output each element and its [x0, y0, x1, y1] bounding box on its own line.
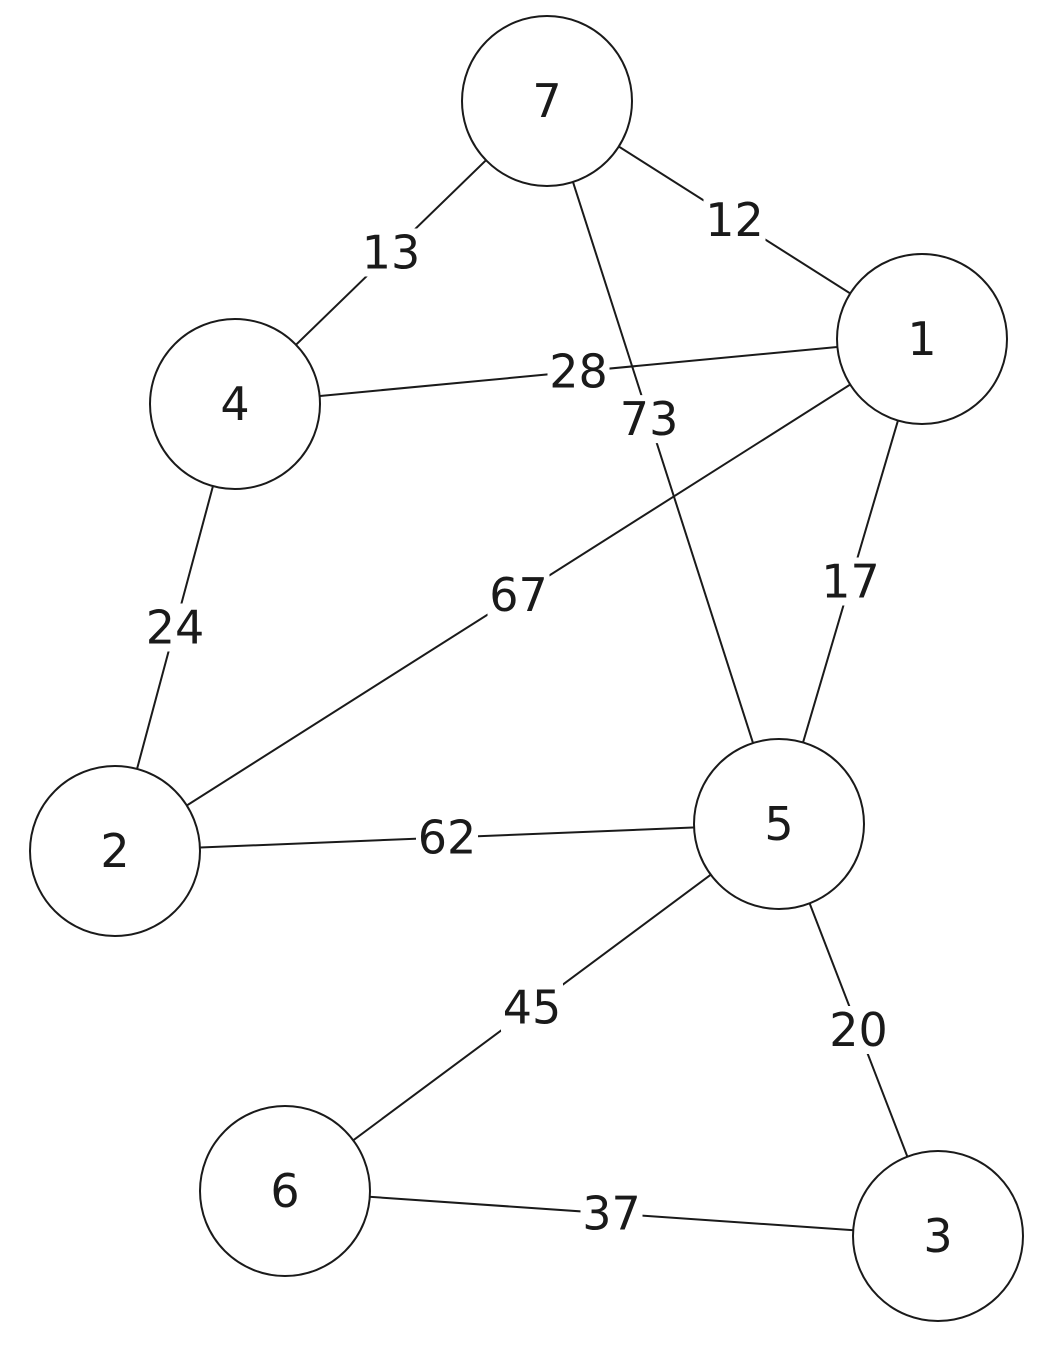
node-label: 1	[907, 312, 936, 366]
edge-label-background	[618, 395, 681, 444]
edge-line	[546, 100, 780, 825]
edge-7-1: 12	[546, 100, 923, 340]
edge-7-5: 73	[546, 100, 780, 825]
edge-5-6: 45	[284, 823, 780, 1192]
node-4: 4	[149, 318, 321, 490]
node-label: 5	[764, 797, 793, 851]
node-2: 2	[29, 765, 201, 937]
edge-1-2: 67	[114, 338, 923, 852]
node-1: 1	[836, 253, 1008, 425]
edge-weight-label: 20	[829, 1003, 888, 1057]
node-circle	[461, 15, 633, 187]
edge-label-background	[547, 347, 610, 396]
edge-weight-label: 67	[489, 568, 548, 622]
edge-label-background	[827, 1006, 890, 1054]
node-circle	[852, 1150, 1024, 1322]
edge-weight-label: 45	[503, 981, 562, 1035]
edge-6-3: 37	[284, 1187, 939, 1241]
edge-4-1: 28	[234, 338, 923, 405]
edge-weight-label: 62	[418, 811, 477, 865]
node-7: 7	[461, 15, 633, 187]
node-circle	[29, 765, 201, 937]
node-5: 5	[693, 738, 865, 910]
edge-label-background	[416, 813, 478, 862]
node-circle	[199, 1105, 371, 1277]
node-label: 6	[270, 1164, 299, 1218]
edge-weight-label: 12	[705, 193, 764, 247]
node-3: 3	[852, 1150, 1024, 1322]
edge-weight-label: 28	[549, 345, 608, 399]
edge-label-background	[144, 603, 206, 652]
edge-label-background	[360, 228, 422, 277]
node-circle	[149, 318, 321, 490]
node-label: 3	[923, 1209, 952, 1263]
nodes-layer: 7 1 4 2 5 6 3	[29, 15, 1024, 1322]
node-6: 6	[199, 1105, 371, 1277]
edge-weight-label: 73	[620, 392, 679, 446]
edge-4-2: 24	[114, 403, 236, 852]
edge-label-background	[819, 557, 882, 606]
edge-label-background	[501, 983, 563, 1032]
edge-5-3: 20	[778, 823, 939, 1237]
edge-weight-label: 13	[362, 226, 421, 280]
node-label: 4	[220, 377, 249, 431]
node-label: 7	[532, 74, 561, 128]
node-circle	[836, 253, 1008, 425]
edge-weight-label: 17	[821, 555, 880, 609]
edge-weight-label: 24	[146, 601, 205, 655]
edge-weight-label: 37	[582, 1187, 641, 1241]
node-circle	[693, 738, 865, 910]
node-label: 2	[100, 824, 129, 878]
edge-label-background	[703, 196, 766, 244]
edge-label-background	[580, 1189, 643, 1238]
edge-label-background	[487, 571, 550, 619]
edge-2-5: 62	[114, 811, 780, 865]
